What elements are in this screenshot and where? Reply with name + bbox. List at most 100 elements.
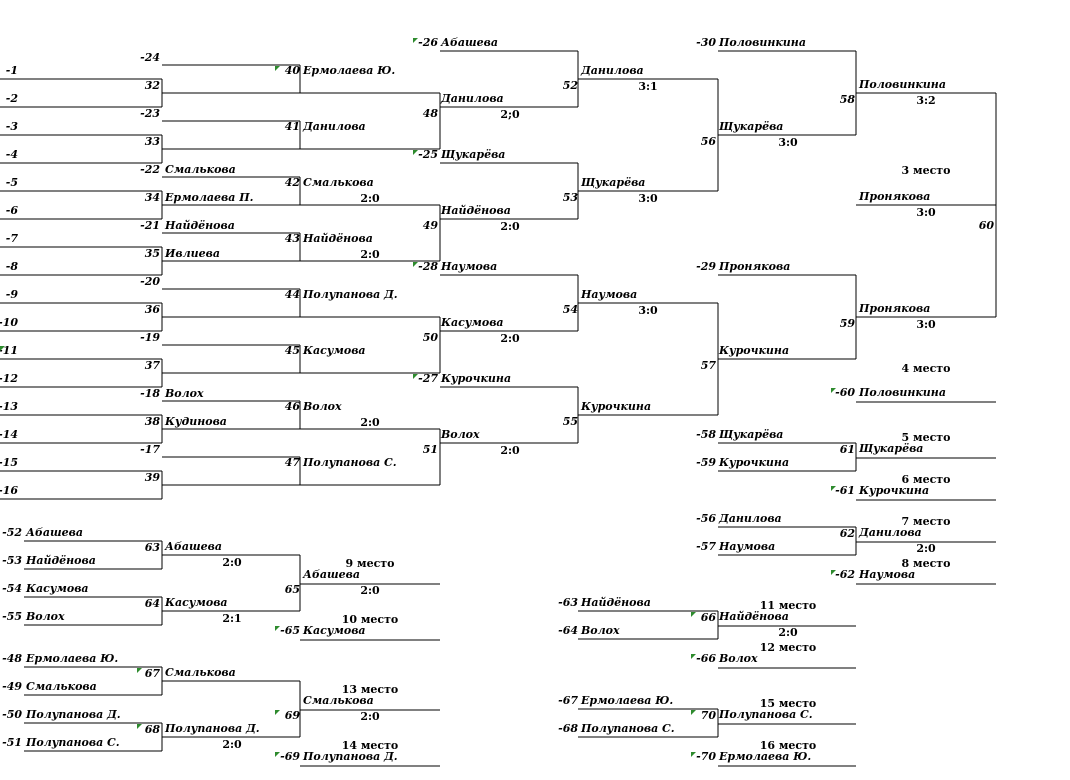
- match-number: -55: [2, 610, 22, 623]
- player-name: Курочкина: [719, 456, 790, 469]
- comment-marker-icon: [0, 346, 5, 351]
- match-number: -30: [696, 36, 716, 49]
- player-name: Ивлиева: [165, 247, 221, 260]
- comment-marker-icon: [831, 486, 836, 491]
- match-score: 2;0: [500, 108, 520, 121]
- match-number: -3: [5, 120, 18, 133]
- player-name: Кудинова: [165, 415, 227, 428]
- player-name: Полупанова Д.: [165, 722, 260, 735]
- match-score: 2:0: [222, 556, 242, 569]
- match-number: -65: [280, 624, 300, 637]
- match-score: 2:1: [222, 612, 242, 625]
- player-name: Найдёнова: [165, 219, 235, 232]
- player-name: Наумова: [859, 568, 916, 581]
- match-score: 2:0: [360, 584, 380, 597]
- match-number: 47: [284, 456, 300, 469]
- match-number: 60: [978, 219, 994, 232]
- match-number: -9: [5, 288, 18, 301]
- match-number: -50: [2, 708, 22, 721]
- match-score: 2:0: [778, 626, 798, 639]
- match-number: -53: [2, 554, 22, 567]
- match-number: 40: [284, 64, 300, 77]
- player-name: Щукарёва: [859, 442, 924, 455]
- match-number: -60: [835, 386, 855, 399]
- match-score: 2:0: [500, 332, 520, 345]
- match-number: 68: [144, 723, 160, 736]
- match-number: -26: [418, 36, 438, 49]
- player-name: Наумова: [581, 288, 638, 301]
- comment-marker-icon: [413, 150, 418, 155]
- comment-marker-icon: [413, 38, 418, 43]
- player-name: Курочкина: [441, 372, 512, 385]
- player-name: Волох: [303, 400, 342, 413]
- comment-marker-icon: [413, 262, 418, 267]
- player-name: Полупанова Д.: [303, 750, 398, 763]
- player-name: Ермолаева Ю.: [581, 694, 674, 707]
- match-number: -62: [835, 568, 855, 581]
- match-number: -12: [0, 372, 18, 385]
- comment-marker-icon: [137, 724, 142, 729]
- match-score: 3:0: [778, 136, 798, 149]
- match-number: -18: [140, 387, 160, 400]
- match-number: -16: [0, 484, 18, 497]
- match-number: -68: [558, 722, 578, 735]
- player-name: Щукарёва: [719, 120, 784, 133]
- match-score: 3:2: [916, 94, 936, 107]
- match-number: 41: [284, 120, 300, 133]
- player-name: Найдёнова: [581, 596, 651, 609]
- match-number: 61: [839, 443, 855, 456]
- player-name: Ермолаева Ю.: [26, 652, 119, 665]
- match-score: 3:1: [638, 80, 658, 93]
- comment-marker-icon: [275, 626, 280, 631]
- place-label: 14 место: [341, 739, 399, 752]
- player-name: Пронякова: [859, 190, 931, 203]
- match-number: -70: [696, 750, 716, 763]
- match-number: -7: [5, 232, 18, 245]
- comment-marker-icon: [275, 66, 280, 71]
- match-number: -23: [140, 107, 160, 120]
- match-score: 3:0: [638, 304, 658, 317]
- match-number: -67: [558, 694, 578, 707]
- match-number: 50: [422, 331, 438, 344]
- player-name: Касумова: [165, 596, 228, 609]
- place-label: 9 место: [345, 557, 395, 570]
- match-number: -49: [2, 680, 22, 693]
- match-number: 48: [422, 107, 438, 120]
- match-number: 65: [284, 583, 300, 596]
- match-number: -61: [835, 484, 855, 497]
- match-number: 53: [562, 191, 578, 204]
- match-number: -4: [5, 148, 18, 161]
- match-number: -52: [2, 526, 22, 539]
- match-number: -57: [696, 540, 716, 553]
- match-number: 66: [700, 611, 716, 624]
- match-number: -51: [2, 736, 22, 749]
- match-number: 63: [144, 541, 160, 554]
- match-number: 45: [284, 344, 300, 357]
- player-name: Наумова: [441, 260, 498, 273]
- match-number: 38: [144, 415, 160, 428]
- player-name: Волох: [165, 387, 204, 400]
- match-number: -64: [558, 624, 578, 637]
- comment-marker-icon: [137, 668, 142, 673]
- place-label: 10 место: [341, 613, 399, 626]
- match-number: 33: [144, 135, 160, 148]
- comment-marker-icon: [275, 752, 280, 757]
- player-name: Пронякова: [859, 302, 931, 315]
- match-number: -29: [696, 260, 716, 273]
- match-number: -66: [696, 652, 716, 665]
- place-label: 7 место: [901, 515, 951, 528]
- match-number: -24: [140, 51, 160, 64]
- match-number: -21: [140, 219, 160, 232]
- player-name: Ермолаева П.: [165, 191, 254, 204]
- match-number: 34: [144, 191, 160, 204]
- match-number: 36: [144, 303, 160, 316]
- player-name: Данилова: [719, 512, 782, 525]
- player-name: Половинкина: [859, 386, 946, 399]
- player-name: Волох: [441, 428, 480, 441]
- match-number: -69: [280, 750, 300, 763]
- match-number: -17: [140, 443, 160, 456]
- comment-marker-icon: [691, 710, 696, 715]
- match-score: 2:0: [360, 192, 380, 205]
